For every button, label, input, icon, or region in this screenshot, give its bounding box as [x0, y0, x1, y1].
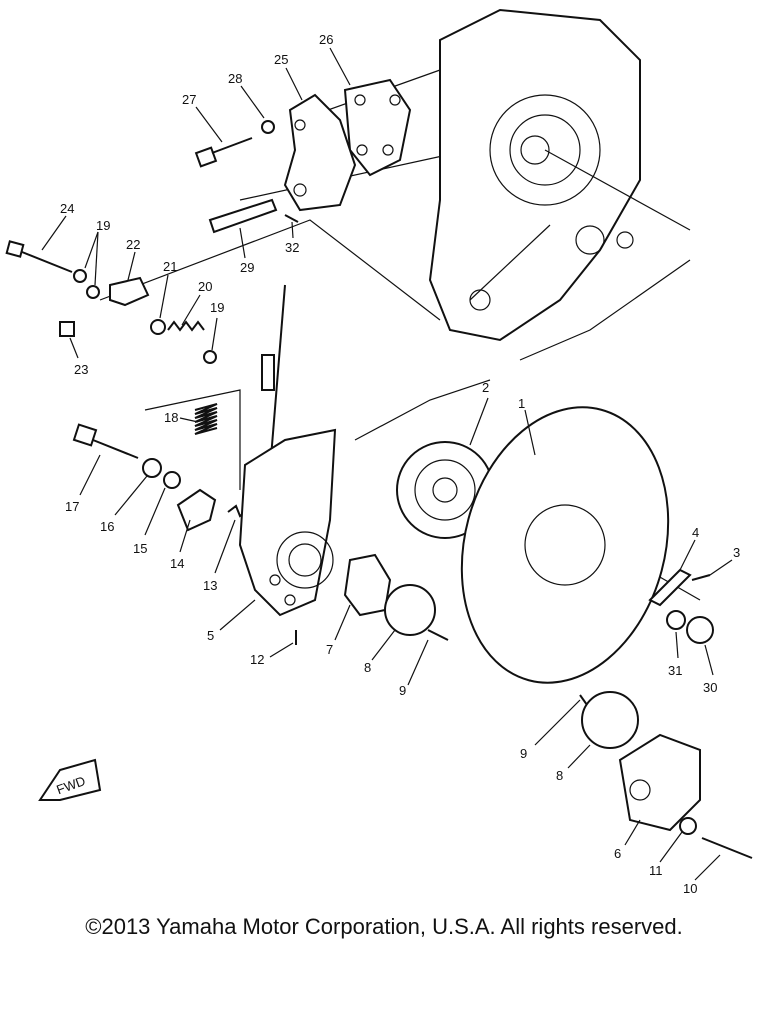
callout-29: 29 [240, 260, 254, 275]
callout-22: 22 [126, 237, 140, 252]
callout-32: 32 [285, 240, 299, 255]
callout-1: 1 [518, 396, 525, 411]
part-28-washer [261, 120, 275, 134]
callout-9-right: 9 [520, 746, 527, 761]
callout-24: 24 [60, 201, 74, 216]
part-6-caliper [618, 733, 701, 832]
callout-20: 20 [198, 279, 212, 294]
callout-2: 2 [482, 380, 489, 395]
callout-15: 15 [133, 541, 147, 556]
part-4-clip [648, 568, 692, 607]
callout-23: 23 [74, 362, 88, 377]
callout-4: 4 [692, 525, 699, 540]
callout-6: 6 [614, 846, 621, 861]
part-22-bracket [109, 276, 150, 307]
callout-21: 21 [163, 259, 177, 274]
part-8-pad-a [384, 584, 436, 636]
part-5-caliper-body [238, 428, 337, 617]
callout-10: 10 [683, 881, 697, 896]
callout-16: 16 [100, 519, 114, 534]
callout-19-lower: 19 [210, 300, 224, 315]
part-3-bolt [691, 574, 711, 581]
callout-7: 7 [326, 642, 333, 657]
part-10-bolt [701, 837, 753, 859]
callout-25: 25 [274, 52, 288, 67]
part-17-bolt [72, 423, 139, 459]
callout-12: 12 [250, 652, 264, 667]
copyright-notice: ©2013 Yamaha Motor Corporation, U.S.A. A… [85, 914, 683, 939]
callout-11: 11 [649, 863, 663, 878]
callout-28: 28 [228, 71, 242, 86]
callout-8-right: 8 [556, 768, 563, 783]
part-19-nut-b [86, 285, 100, 299]
part-1-brake-disc [460, 406, 670, 684]
part-7-seal [343, 553, 392, 617]
part-26-plate [343, 78, 412, 177]
callout-30: 30 [703, 680, 717, 695]
part-31-washer [666, 610, 686, 630]
part-23-nut [59, 321, 75, 337]
callout-26: 26 [319, 32, 333, 47]
part-14-lever [176, 488, 217, 532]
fwd-badge: FWD [38, 758, 102, 801]
callout-19-top: 19 [96, 218, 110, 233]
part-27-bolt [194, 137, 253, 168]
diagram-canvas: FWD 1 2 3 4 5 6 7 8 8 9 9 10 11 12 13 [5, 8, 753, 896]
exploded-parts-diagram: FWD 1 2 3 4 5 6 7 8 8 9 9 10 11 12 13 [5, 8, 753, 896]
callout-27: 27 [182, 92, 196, 107]
part-30-nut [686, 616, 714, 644]
control-cable [261, 284, 286, 471]
part-24-long-bolt [5, 240, 73, 273]
part-29-pin [208, 198, 278, 234]
crankcase-housing [428, 8, 691, 342]
callout-18: 18 [164, 410, 178, 425]
callout-17: 17 [65, 499, 79, 514]
callout-31: 31 [668, 663, 682, 678]
callout-5: 5 [207, 628, 214, 643]
callouts: 1 2 3 4 5 6 7 8 8 9 9 10 11 12 13 14 15 [41, 32, 740, 896]
part-20-spring [167, 320, 205, 332]
part-11-washer [679, 817, 697, 835]
callout-8-left: 8 [364, 660, 371, 675]
part-8-pad-b [581, 691, 639, 749]
callout-3: 3 [733, 545, 740, 560]
part-19-nut-c [203, 350, 217, 364]
part-16-nut [142, 458, 162, 478]
callout-9-left: 9 [399, 683, 406, 698]
part-18-spring [194, 403, 218, 435]
callout-13: 13 [203, 578, 217, 593]
part-32-spring-pin [284, 214, 299, 223]
part-15-washer [163, 471, 181, 489]
part-19-nut-a [73, 269, 87, 283]
part-21-washer [150, 319, 166, 335]
part-9-bolt-a [427, 629, 449, 641]
part-25-bracket [283, 93, 357, 212]
callout-14: 14 [170, 556, 184, 571]
